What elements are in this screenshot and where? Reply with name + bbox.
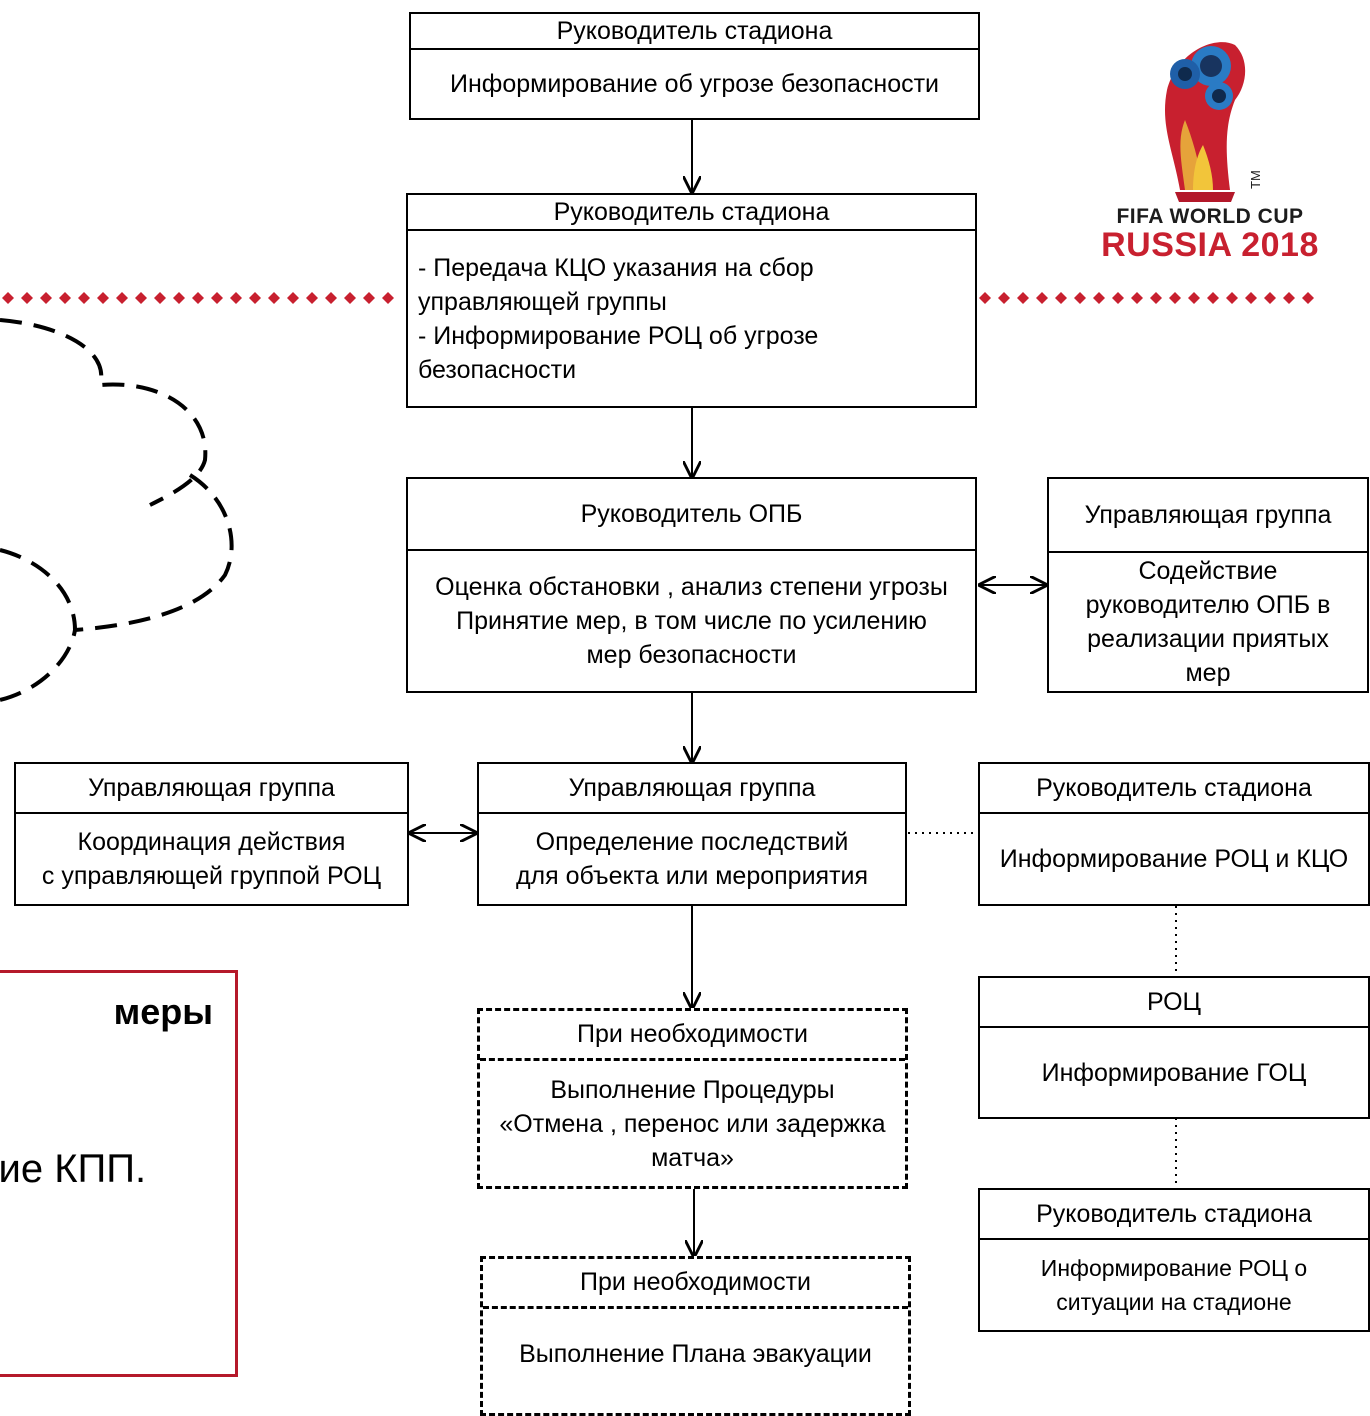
frame-heading-fragment: меры <box>113 991 213 1032</box>
box-stadium-manager-3: Руководитель стадиона Информирование РОЦ… <box>978 762 1370 906</box>
decorative-diamond <box>1150 292 1162 304</box>
decorative-diamond <box>1226 292 1238 304</box>
box-body: Информирование ГОЦ <box>1041 1058 1307 1087</box>
box-optional-match-cancellation: При необходимости Выполнение Процедуры «… <box>477 1008 908 1189</box>
dashed-cloud-shape <box>0 318 234 702</box>
decorative-diamond <box>40 292 52 304</box>
box-body: Выполнение Процедуры «Отмена , перенос и… <box>499 1075 886 1172</box>
decorative-diamond <box>154 292 166 304</box>
box-title: Управляющая группа <box>16 764 407 814</box>
world-cup-trophy-icon <box>1164 42 1246 202</box>
box-title: РОЦ <box>980 978 1368 1028</box>
logo-line-russia-2018: RUSSIA 2018 <box>1101 226 1319 264</box>
decorative-diamond <box>78 292 90 304</box>
box-body: Информирование РОЦ и КЦО <box>999 845 1349 873</box>
decorative-diamond <box>287 292 299 304</box>
box-body: Выполнение Плана эвакуации <box>519 1340 872 1368</box>
box-body: Определение последствий для объекта или … <box>515 828 869 890</box>
box-title: Руководитель стадиона <box>980 1190 1368 1240</box>
decorative-diamond <box>363 292 375 304</box>
decorative-diamond <box>344 292 356 304</box>
slide-text-frame: меры кие КПП. <box>0 970 238 1377</box>
decorative-diamond <box>1169 292 1181 304</box>
box-title: Руководитель стадиона <box>408 195 975 231</box>
decorative-diamond <box>1283 292 1295 304</box>
decorative-diamond <box>1131 292 1143 304</box>
box-body: Координация действия с управляющей групп… <box>41 828 382 890</box>
decorative-diamond <box>1188 292 1200 304</box>
box-title: Управляющая группа <box>1049 479 1367 553</box>
box-body: - Передача КЦО указания на сбор управляю… <box>418 253 819 384</box>
decorative-diamond <box>1264 292 1276 304</box>
decorative-diamond <box>173 292 185 304</box>
decorative-diamond-chain <box>2 292 1314 304</box>
decorative-diamond <box>21 292 33 304</box>
decorative-diamond <box>325 292 337 304</box>
box-title: При необходимости <box>480 1011 905 1061</box>
decorative-diamond <box>1055 292 1067 304</box>
box-title: Руководитель стадиона <box>980 764 1368 814</box>
decorative-diamond <box>1302 292 1314 304</box>
decorative-diamond <box>230 292 242 304</box>
decorative-diamond <box>2 292 14 304</box>
decorative-diamond <box>59 292 71 304</box>
box-management-group-left: Управляющая группа Координация действия … <box>14 762 409 906</box>
decorative-diamond <box>1036 292 1048 304</box>
box-body: Оценка обстановки , анализ степени угроз… <box>435 573 948 669</box>
decorative-diamond <box>249 292 261 304</box>
box-title: При необходимости <box>483 1259 908 1309</box>
box-title: Управляющая группа <box>479 764 905 814</box>
decorative-diamond <box>1093 292 1105 304</box>
decorative-diamond <box>1207 292 1219 304</box>
box-title: Руководитель стадиона <box>411 14 978 50</box>
decorative-diamond <box>192 292 204 304</box>
decorative-diamond <box>1074 292 1086 304</box>
decorative-diamond <box>306 292 318 304</box>
box-stadium-manager-2: Руководитель стадиона - Передача КЦО ука… <box>406 193 977 408</box>
decorative-diamond <box>97 292 109 304</box>
decorative-diamond <box>979 292 991 304</box>
box-title: Руководитель ОПБ <box>408 479 975 551</box>
frame-text-fragment: кие КПП. <box>0 1147 147 1191</box>
box-opb-manager: Руководитель ОПБ Оценка обстановки , ана… <box>406 477 977 693</box>
decorative-diamond <box>382 292 394 304</box>
decorative-diamond <box>998 292 1010 304</box>
decorative-diamond <box>1017 292 1029 304</box>
fifa-world-cup-logo: TM FIFA WORLD CUP RUSSIA 2018 <box>1085 30 1335 270</box>
decorative-diamond <box>211 292 223 304</box>
logo-line-fifa-world-cup: FIFA WORLD CUP <box>1116 205 1304 228</box>
box-stadium-manager-4: Руководитель стадиона Информирование РОЦ… <box>978 1188 1370 1332</box>
decorative-diamond <box>1245 292 1257 304</box>
trademark-mark: TM <box>1247 170 1263 189</box>
box-stadium-manager-1: Руководитель стадиона Информирование об … <box>409 12 980 120</box>
box-body: Информирование РОЦ о ситуации на стадион… <box>1040 1255 1308 1315</box>
decorative-diamond <box>268 292 280 304</box>
box-body: Информирование об угрозе безопасности <box>449 70 940 98</box>
box-roc: РОЦ Информирование ГОЦ <box>978 976 1370 1119</box>
decorative-diamond <box>1112 292 1124 304</box>
box-management-group-right: Управляющая группа Содействие руководите… <box>1047 477 1369 693</box>
decorative-diamond <box>116 292 128 304</box>
box-management-group-center: Управляющая группа Определение последств… <box>477 762 907 906</box>
box-body: Содействие руководителю ОПБ в реализации… <box>1085 557 1331 687</box>
box-optional-evacuation: При необходимости Выполнение Плана эваку… <box>480 1256 911 1416</box>
decorative-diamond <box>135 292 147 304</box>
